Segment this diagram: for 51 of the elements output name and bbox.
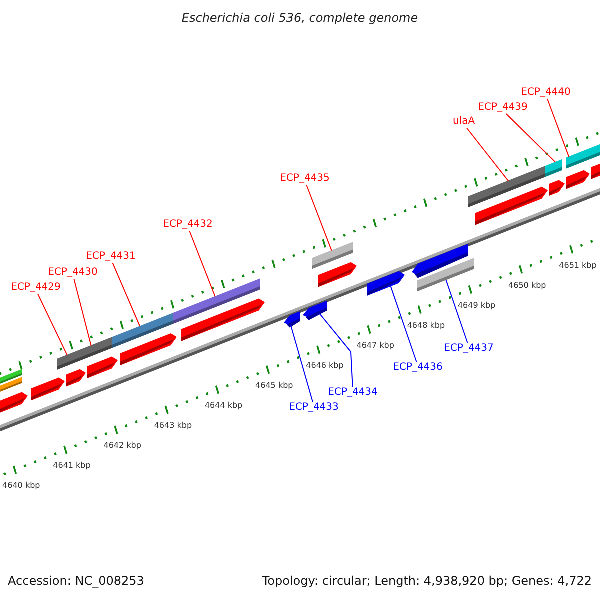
gene-label: ECP_4437: [444, 344, 494, 354]
scale-label: 4640 kbp: [2, 482, 40, 490]
gene-feature: [173, 278, 260, 324]
gene-label: ECP_4436: [393, 363, 443, 373]
scale-label: 4648 kbp: [407, 322, 446, 330]
gene-feature: [80, 337, 112, 361]
scale-label: 4645 kbp: [256, 382, 294, 390]
leader-line: [112, 262, 141, 327]
gene-feature: [468, 166, 545, 208]
scale-label: 4649 kbp: [458, 302, 496, 310]
scale-label: 4650 kbp: [508, 282, 546, 290]
leader-line: [466, 128, 509, 182]
gene-feature: [112, 313, 173, 348]
leader-line: [189, 230, 216, 298]
gene-label: ECP_4432: [163, 220, 213, 230]
map-title: Escherichia coli 536, complete genome: [182, 12, 418, 24]
leader-line: [74, 278, 92, 346]
gene-feature: [566, 144, 600, 169]
leader-line: [290, 324, 314, 402]
leader-line: [319, 313, 354, 388]
gene-label: ECP_4430: [48, 268, 98, 278]
scale-label: 4646 kbp: [306, 362, 344, 370]
scale-label: 4647 kbp: [356, 342, 394, 350]
gene-label: ECP_4439: [478, 103, 528, 113]
genome-summary-text: Topology: circular; Length: 4,938,920 bp; Genes: 4,722: [262, 575, 592, 587]
gene-feature: [417, 258, 474, 292]
scale-label: 4641 kbp: [53, 462, 91, 470]
leader-line: [506, 114, 556, 163]
gene-label: ECP_4433: [289, 403, 339, 413]
leader-line: [390, 286, 418, 362]
gene-label: ECP_4434: [328, 388, 378, 398]
scale-label: 4642 kbp: [104, 442, 142, 450]
leader-line: [547, 98, 570, 158]
scale-label: 4643 kbp: [154, 422, 192, 430]
gene-feature: [545, 160, 562, 178]
gene-feature: [284, 312, 300, 328]
scale-label: 4651 kbp: [559, 262, 597, 270]
gene-label: ECP_4429: [11, 283, 61, 293]
gene-label: ulaA: [452, 117, 476, 127]
gene-label: ECP_4440: [521, 88, 571, 98]
leader-line: [37, 294, 68, 356]
leader-line: [446, 280, 468, 344]
gene-feature: [303, 300, 327, 320]
gene-feature: [367, 271, 405, 296]
accession-text: Accession: NC_008253: [8, 575, 144, 587]
gene-label: ECP_4435: [280, 174, 330, 184]
gene-feature: [312, 242, 353, 270]
gene-feature: [57, 350, 80, 370]
scale-label: 4644 kbp: [204, 402, 243, 410]
leader-line: [306, 184, 332, 252]
gene-label: ECP_4431: [86, 252, 136, 262]
